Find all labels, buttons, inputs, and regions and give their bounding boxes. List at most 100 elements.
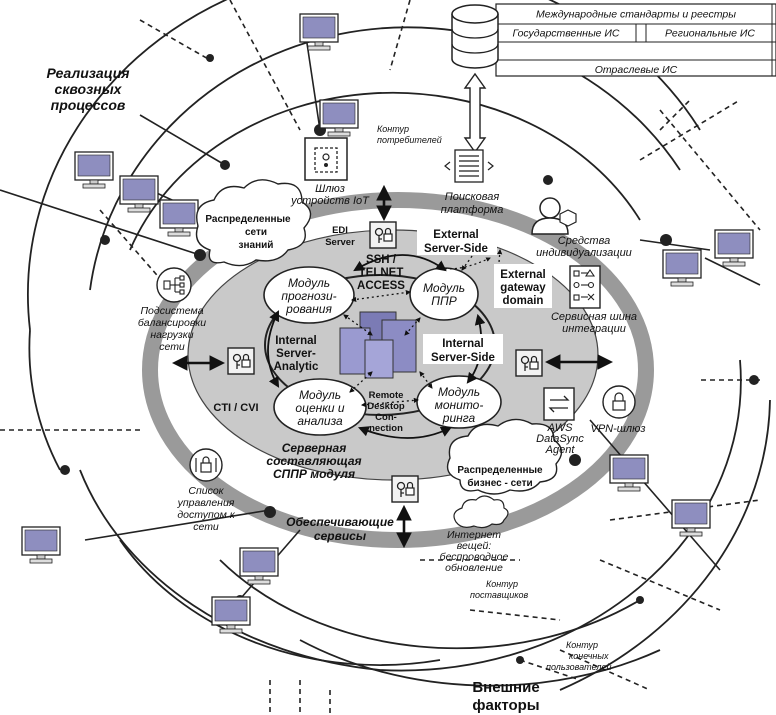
svg-text:доступом к: доступом к [177, 509, 235, 521]
cloud-business [446, 418, 563, 495]
label-service-bus: Сервисная шина интеграции [551, 311, 637, 335]
svg-text:интеграции: интеграции [562, 323, 626, 335]
svg-text:Список: Список [188, 485, 224, 497]
svg-text:беспроводное: беспроводное [440, 551, 509, 563]
label-aws: AWS DataSync Agent [536, 422, 584, 456]
svg-text:Внешние: Внешние [472, 679, 539, 696]
svg-text:Analytic: Analytic [274, 361, 319, 373]
access-list-icon [189, 448, 223, 482]
service-bus-icon [569, 265, 601, 309]
label-external-gateway: External gateway domain [500, 269, 546, 307]
svg-text:пользователей: пользователей [546, 662, 611, 672]
label-access-list: Список управления доступом к сети [177, 485, 236, 533]
label-server-component: Серверная составляющая СППР модуля [266, 441, 361, 481]
network-links [0, 29, 761, 606]
label-external-factors: Внешние факторы [472, 679, 539, 714]
svg-text:Реализация: Реализация [46, 65, 129, 81]
svg-text:сети: сети [193, 521, 219, 533]
svg-text:SSH /: SSH / [366, 254, 397, 266]
svg-text:Remote: Remote [369, 390, 404, 401]
user-icon [531, 197, 577, 235]
svg-text:СППР модуля: СППР модуля [273, 467, 355, 481]
svg-text:составляющая: составляющая [266, 454, 361, 468]
aws-datasync-icon [543, 387, 575, 421]
svg-text:Обеспечивающие: Обеспечивающие [286, 515, 394, 529]
svg-text:Сервисная шина: Сервисная шина [551, 311, 637, 323]
svg-text:External: External [500, 269, 545, 281]
registry-regional: Региональные ИС [665, 28, 755, 40]
svg-text:монито-: монито- [435, 398, 484, 412]
svg-text:DataSync: DataSync [536, 433, 584, 445]
label-supplier-contour: Контур поставщиков [470, 579, 528, 600]
label-knowledge-nets: Распределенные сети знаний [205, 214, 291, 251]
svg-text:сервисы: сервисы [314, 529, 367, 543]
label-end-to-end: Реализация сквозных процессов [46, 65, 129, 113]
label-remote-desktop: Remote Desktop Con- nection [367, 390, 405, 434]
svg-text:конечных: конечных [569, 651, 609, 661]
svg-text:nection: nection [369, 423, 403, 434]
label-internal-server-side: Internal Server-Side [431, 338, 495, 364]
svg-text:Server-Side: Server-Side [424, 243, 488, 255]
svg-text:TELNET: TELNET [359, 267, 404, 279]
svg-text:Шлюз: Шлюз [315, 183, 345, 195]
registry-intl: Международные стандарты и реестры [536, 9, 736, 21]
cloud-knowledge [195, 179, 312, 267]
svg-text:балансировки: балансировки [138, 317, 206, 329]
svg-text:Desktop: Desktop [367, 401, 405, 412]
svg-text:Контур: Контур [566, 640, 598, 650]
svg-text:оценки и: оценки и [295, 401, 344, 415]
svg-text:Серверная: Серверная [282, 441, 347, 455]
svg-text:Поисковая: Поисковая [445, 191, 500, 203]
label-module-eval: Модуль оценки и анализа [295, 388, 344, 428]
registry-table [495, 3, 776, 77]
svg-text:Интернет: Интернет [447, 529, 501, 541]
label-module-ppr: Модуль ППР [423, 281, 465, 308]
label-module-monitor: Модуль монито- ринга [435, 385, 484, 425]
connection-arrows [171, 184, 614, 549]
svg-text:вещей:: вещей: [457, 540, 492, 552]
label-business-nets: Распределенные бизнес - сети [457, 465, 543, 489]
svg-text:Контур: Контур [486, 579, 518, 589]
label-ssh: SSH / TELNET ACCESS [357, 254, 405, 292]
svg-text:ACCESS: ACCESS [357, 280, 405, 292]
svg-text:платформа: платформа [441, 204, 504, 216]
svg-text:прогнози-: прогнози- [281, 289, 336, 303]
registry-state: Государственные ИС [512, 28, 619, 40]
svg-text:Con-: Con- [375, 412, 397, 423]
svg-text:AWS: AWS [547, 422, 574, 434]
label-support-services: Обеспечивающие сервисы [286, 515, 394, 543]
svg-text:Распределенные: Распределенные [205, 214, 291, 225]
label-iot-update: Интернет вещей: беспроводное обновление [440, 529, 509, 574]
network-nodes [60, 54, 759, 664]
svg-text:Модуль: Модуль [423, 281, 465, 295]
label-edi-server: EDI Server [325, 225, 355, 248]
iot-gateway-icon [304, 137, 348, 181]
svg-text:domain: domain [503, 295, 544, 307]
svg-text:обновление: обновление [445, 562, 503, 574]
label-external-server-side: External Server-Side [424, 229, 488, 255]
cloud-iot-update [453, 495, 509, 529]
svg-text:Подсистема: Подсистема [140, 305, 203, 317]
svg-text:процессов: процессов [51, 97, 126, 113]
svg-text:рования: рования [285, 302, 332, 316]
database-icon [451, 4, 499, 69]
svg-text:сети: сети [245, 227, 267, 238]
svg-text:External: External [433, 229, 478, 241]
svg-text:управления: управления [177, 497, 235, 509]
svg-text:Agent: Agent [545, 444, 576, 456]
svg-text:нагрузки: нагрузки [150, 329, 193, 341]
svg-text:факторы: факторы [472, 697, 539, 714]
label-consumer-contour: Контур потребителей [377, 124, 442, 145]
svg-text:поставщиков: поставщиков [470, 590, 528, 600]
svg-text:устройств IoT: устройств IoT [290, 195, 370, 207]
svg-text:EDI: EDI [332, 225, 348, 236]
label-balancing: Подсистема балансировки нагрузки сети [138, 305, 206, 353]
svg-text:бизнес - сети: бизнес - сети [467, 477, 532, 489]
svg-text:потребителей: потребителей [377, 135, 442, 145]
label-internal-analytic: Internal Server- Analytic [274, 335, 319, 373]
label-vpn: VPN-шлюз [591, 423, 646, 435]
svg-text:Server: Server [325, 237, 355, 248]
svg-text:Server-: Server- [276, 348, 316, 360]
label-iot-gateway: Шлюз устройств IoT [290, 183, 370, 207]
